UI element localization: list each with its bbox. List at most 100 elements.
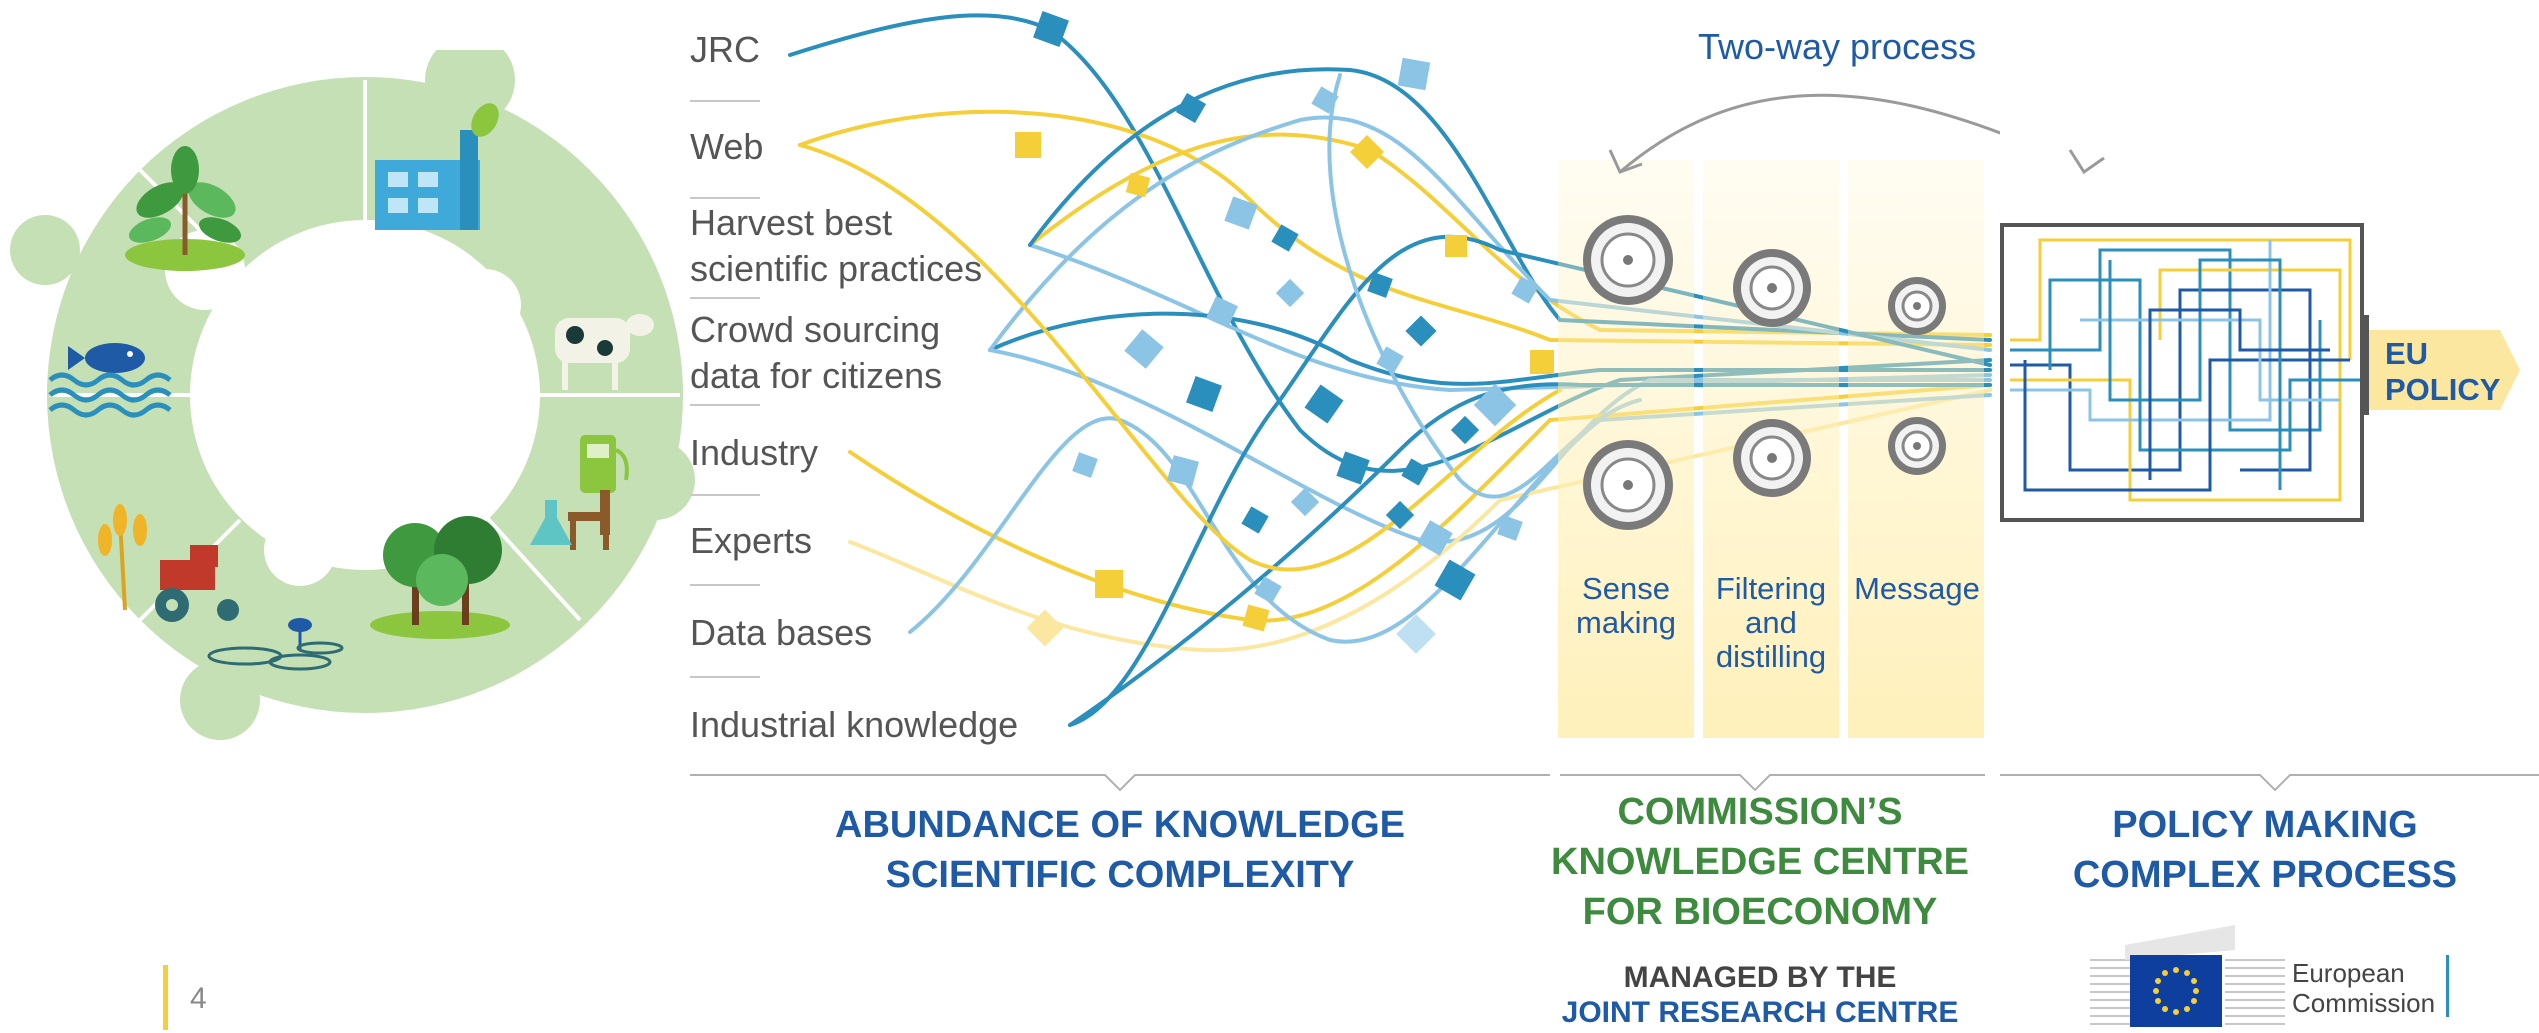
plant-icon [125,146,245,271]
roller-icon [1733,419,1811,497]
wetland-icon [207,641,344,671]
flow-marker [1396,614,1436,654]
flow-marker [1304,384,1344,424]
flow-line [848,388,1992,653]
trees-icon [370,516,510,639]
stage-sense-making: Sense making [1576,571,1676,640]
flow-marker [1242,604,1270,632]
policy-process-box [2000,223,2520,522]
flow-line [1068,382,1992,727]
bioeconomy-puzzle-wheel [10,50,695,740]
flow-marker [1275,278,1305,308]
flow-marker [1241,506,1269,534]
tractor-icon [155,545,239,622]
page-number-bar [163,965,168,1030]
flow-marker [1072,452,1098,478]
source-separator [690,297,760,299]
centre-title-line1: COMMISSION’S [1617,791,1903,833]
flow-marker [1445,235,1467,257]
two-way-arrow [1608,93,2000,174]
section-brackets [690,774,2539,792]
flow-marker [1530,350,1554,374]
flow-line [1028,243,1992,393]
page-number: 4 [190,982,207,1015]
flow-marker [1511,276,1539,304]
flow-markers [1015,11,1554,654]
jrc-line: JOINT RESEARCH CENTRE [1561,996,1959,1029]
commission-logo-line1: European [2292,958,2405,988]
eu-policy-line2: POLICY [2385,372,2501,407]
flow-marker [1290,487,1320,517]
flow-marker [1186,376,1222,412]
flow-marker [1125,172,1151,198]
european-commission-logo [2090,925,2285,1027]
flow-marker [1376,346,1404,374]
commission-logo-line2: Commission [2292,988,2436,1018]
flow-marker [1473,383,1517,427]
centre-title-line3: FOR BIOECONOMY [1582,891,1938,933]
source-industry: Industry [690,432,819,473]
source-crowd-sourcing: Crowd sourcing data for citizens [690,309,943,396]
source-experts: Experts [690,520,813,561]
flow-line [1028,67,1992,342]
commission-logo-text: European Commission [2292,958,2435,1018]
source-separator [690,197,760,199]
knowledge-title-line2: SCIENTIFIC COMPLEXITY [885,854,1355,896]
cow-icon [555,314,654,390]
flow-line [1068,234,1992,727]
roller-icon [1583,215,1673,305]
stage-filtering-distilling: Filtering and distilling [1715,571,1827,674]
roller-icon [1733,249,1811,327]
flow-marker [1336,451,1370,485]
commission-logo-bar [2446,955,2449,1017]
roller-icon [1888,277,1946,335]
source-separator [690,584,760,586]
flow-marker [1254,576,1282,604]
source-separator [690,494,760,496]
flow-marker [1311,86,1339,114]
stage-message: Message [1854,571,1980,606]
source-separator [690,404,760,406]
two-way-process-label: Two-way process [1698,26,1977,67]
flow-marker [1417,520,1453,556]
eu-flag-icon [2130,955,2222,1027]
source-jrc: JRC [690,29,760,70]
fuel-pump-icon [580,435,629,493]
flow-marker [1224,196,1258,230]
flow-marker [1015,132,1041,158]
centre-title-line2: KNOWLEDGE CENTRE [1551,841,1969,883]
source-industrial-knowledge: Industrial knowledge [690,704,1019,745]
processing-rollers [1583,93,2000,530]
flow-marker [1167,455,1199,487]
eu-policy-line1: EU [2385,336,2429,371]
source-separator [690,100,760,102]
flow-line [798,143,1562,572]
flow-line [788,13,1992,473]
flow-marker [1033,11,1069,47]
knowledge-section-title: ABUNDANCE OF KNOWLEDGE SCIENTIFIC COMPLE… [760,800,1480,900]
source-harvest-best-practices: Harvest best scientific practices [690,202,983,289]
managed-by-block: MANAGED BY THE JOINT RESEARCH CENTRE [1500,960,2020,1030]
factory-icon [375,103,499,230]
flow-marker [1434,559,1476,601]
policy-title-line1: POLICY MAKING [2112,804,2418,846]
policy-title-line2: COMPLEX PROCESS [2072,854,2458,896]
knowledge-title-line1: ABUNDANCE OF KNOWLEDGE [835,804,1405,846]
centre-section-title: COMMISSION’S KNOWLEDGE CENTRE FOR BIOECO… [1500,787,2020,937]
flow-marker [1124,329,1164,369]
flow-line [988,115,1992,352]
flow-marker [1206,296,1238,328]
flow-marker [1350,135,1384,169]
flow-marker [1397,57,1431,91]
flow-marker [1026,609,1064,647]
flow-marker [1367,272,1393,298]
flask-icon [530,500,572,545]
flow-marker [1450,415,1480,445]
flow-marker [1271,224,1299,252]
flow-marker [1175,92,1207,124]
managed-by-line: MANAGED BY THE [1623,961,1897,994]
source-web: Web [690,126,764,167]
flow-line [798,109,1992,347]
fish-icon [48,343,172,418]
